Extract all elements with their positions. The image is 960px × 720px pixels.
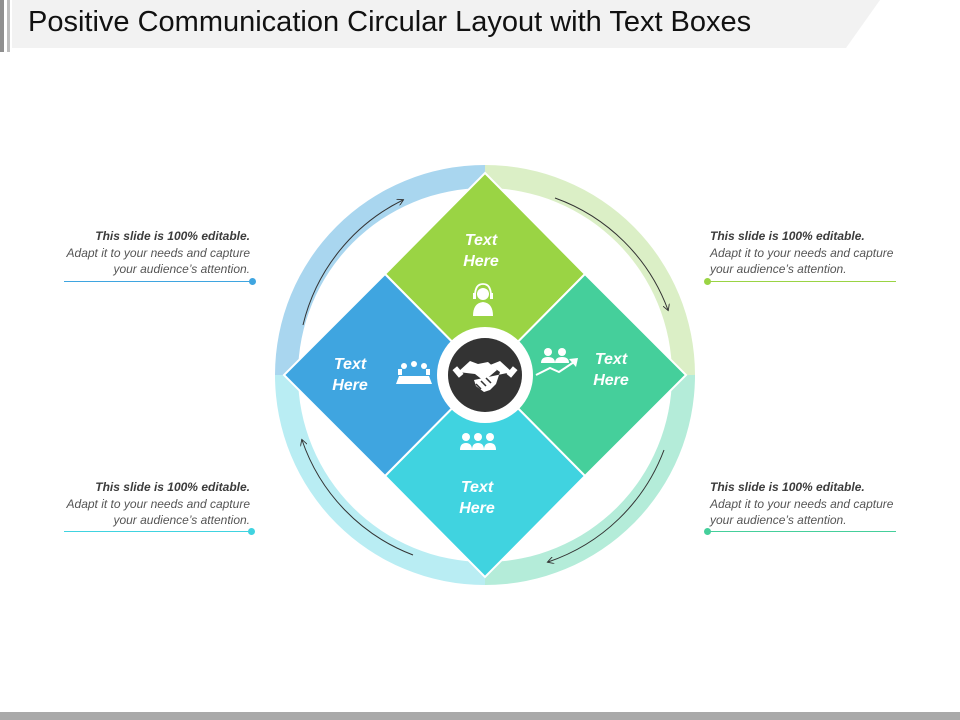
callout-body-line: your audience’s attention.	[710, 262, 847, 276]
callout-top-left: This slide is 100% editable. Adapt it to…	[40, 228, 250, 278]
ring-segment-bottom-left	[275, 375, 485, 585]
callout-bottom-left: This slide is 100% editable. Adapt it to…	[40, 479, 250, 529]
callout-top-right: This slide is 100% editable. Adapt it to…	[710, 228, 920, 278]
segment-right-label: Text Here	[556, 349, 666, 391]
callout-body-line: your audience’s attention.	[113, 513, 250, 527]
ring-segment-top-right	[485, 165, 695, 375]
callout-top-left-line	[64, 281, 252, 282]
callout-title: This slide is 100% editable.	[710, 229, 865, 243]
callout-bottom-right-dot	[704, 528, 711, 535]
callout-body-line: Adapt it to your needs and capture	[66, 496, 250, 511]
callout-body-line: your audience’s attention.	[113, 262, 250, 276]
segment-top-label-line2: Here	[463, 253, 499, 270]
segment-left-label-line2: Here	[332, 377, 368, 394]
segment-bottom-label-line2: Here	[459, 500, 495, 517]
callout-body-line: your audience’s attention.	[710, 513, 847, 527]
segment-right-label-line1: Text	[594, 351, 628, 368]
callout-top-right-line	[708, 281, 896, 282]
user-headset-icon	[473, 283, 493, 316]
group-people-icon	[460, 433, 496, 450]
arrow-bottom-right	[548, 449, 665, 562]
segment-bottom-label: Text Here	[422, 477, 532, 519]
bottom-bar	[0, 712, 960, 720]
callout-body-line: Adapt it to your needs and capture	[710, 496, 894, 511]
segment-top-label: Text Here	[426, 230, 536, 272]
segment-left-label-line1: Text	[333, 356, 367, 373]
arrow-top-left	[302, 200, 403, 326]
segment-bottom-label-line1: Text	[460, 479, 494, 496]
segment-right-label-line2: Here	[593, 372, 629, 389]
callout-bottom-right: This slide is 100% editable. Adapt it to…	[710, 479, 920, 529]
segment-top-label-line1: Text	[464, 232, 498, 249]
callout-bottom-right-line	[708, 531, 896, 532]
arrow-top-right	[554, 197, 668, 310]
callout-body-line: Adapt it to your needs and capture	[710, 245, 894, 260]
arrow-bottom-left	[302, 440, 414, 556]
slide-title: Positive Communication Circular Layout w…	[28, 6, 752, 38]
callout-title: This slide is 100% editable.	[95, 480, 250, 494]
callout-bottom-left-dot	[248, 528, 255, 535]
handshake-icon	[452, 361, 518, 392]
title-bar: Positive Communication Circular Layout w…	[0, 0, 960, 52]
ring-segment-bottom-right	[485, 375, 695, 585]
title-bar-shape	[0, 0, 880, 52]
team-growth-icon	[535, 348, 578, 376]
callout-body-line: Adapt it to your needs and capture	[66, 245, 250, 260]
meeting-table-icon	[396, 361, 432, 384]
callout-title: This slide is 100% editable.	[710, 480, 865, 494]
ring-segment-top-left	[275, 165, 485, 375]
callout-bottom-left-line	[64, 531, 252, 532]
callout-top-left-dot	[249, 278, 256, 285]
callout-title: This slide is 100% editable.	[95, 229, 250, 243]
callout-top-right-dot	[704, 278, 711, 285]
segment-left-label: Text Here	[295, 354, 405, 396]
